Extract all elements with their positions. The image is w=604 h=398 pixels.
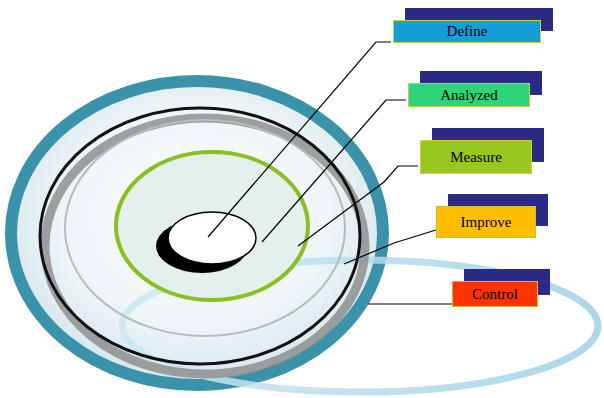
leader-line xyxy=(262,100,406,242)
phase-label: Improve xyxy=(461,214,512,231)
centre-disc xyxy=(168,212,256,264)
phase-label: Control xyxy=(472,286,518,303)
phase-box: Measure xyxy=(420,140,532,174)
phase-label: Analyzed xyxy=(440,87,497,104)
outer-ring xyxy=(11,81,383,385)
label-face: Measure xyxy=(420,140,532,174)
grey-ring xyxy=(45,118,365,374)
leader-line xyxy=(344,230,436,264)
label-face: Analyzed xyxy=(408,83,530,107)
label-face: Improve xyxy=(436,206,536,238)
phase-box: Define xyxy=(393,20,541,43)
leader-line xyxy=(368,303,452,304)
phase-box: Analyzed xyxy=(408,83,530,107)
inner-grey-ring xyxy=(65,120,345,336)
phase-box: Control xyxy=(452,281,538,307)
phase-label: Define xyxy=(447,23,488,40)
green-ring xyxy=(116,152,308,300)
phase-label: Measure xyxy=(450,149,502,166)
label-face: Define xyxy=(393,20,541,43)
leader-line xyxy=(298,166,418,246)
phase-box: Improve xyxy=(436,206,536,238)
leader-line xyxy=(208,42,391,237)
label-face: Control xyxy=(452,281,538,307)
